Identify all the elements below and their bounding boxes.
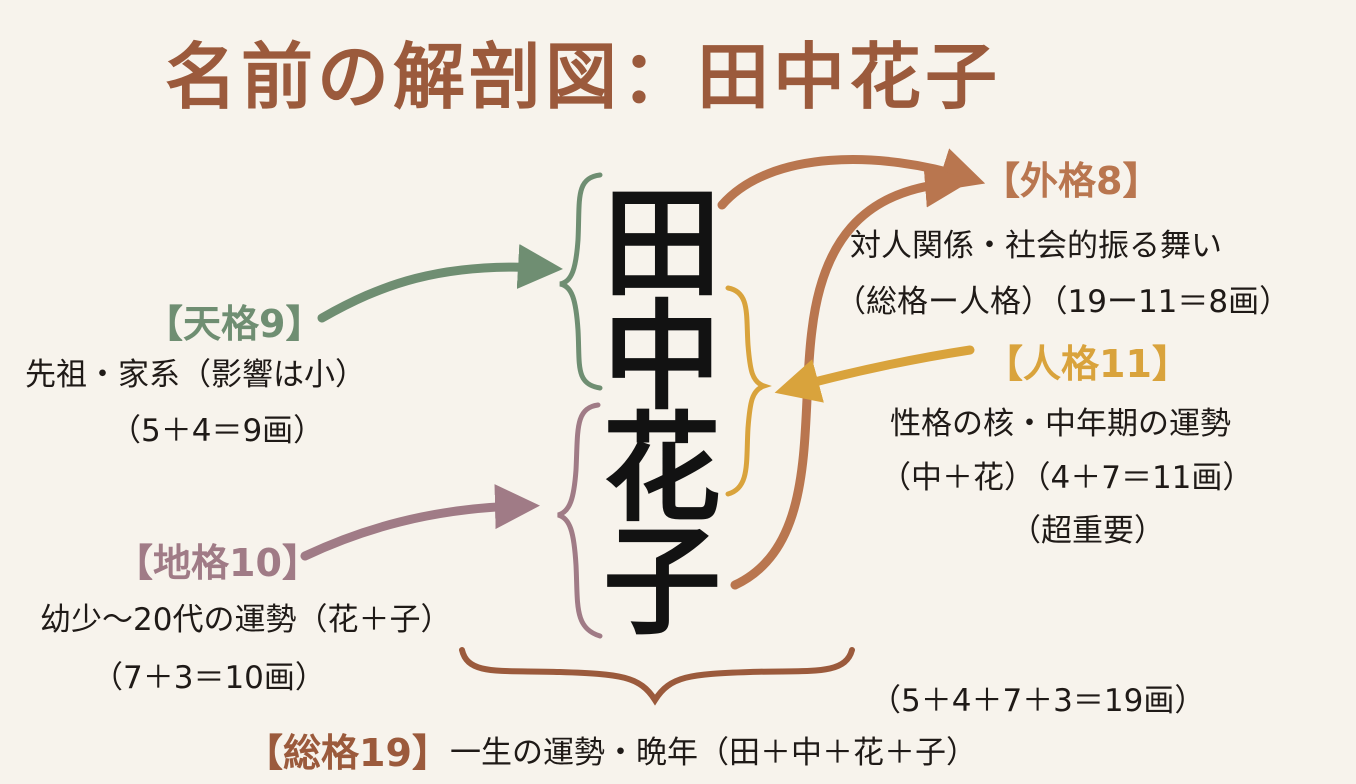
gaikaku-desc: 対人関係・社会的振る舞い xyxy=(850,228,1222,264)
gaikaku-arrow-bottom xyxy=(730,162,970,590)
soukaku-desc: 一生の運勢・晩年（田＋中＋花＋子） xyxy=(450,735,977,771)
page-title: 名前の解剖図：田中花子 xyxy=(165,35,1002,119)
soukaku-calc: （5＋4＋7＋3＝19画） xyxy=(870,683,1206,719)
tenkaku-desc: 先祖・家系（影響は小） xyxy=(25,357,366,393)
chikaku-arrow xyxy=(300,484,540,561)
gaikaku-calc: （総格ー人格）（19ー11＝8画） xyxy=(835,284,1291,320)
jinkaku-label: 【人格11】 xyxy=(985,342,1190,386)
chikaku-label: 【地格10】 xyxy=(115,541,320,585)
tenkaku-calc: （5＋4＝9画） xyxy=(110,413,325,449)
jinkaku-desc: 性格の核・中年期の運勢 xyxy=(890,406,1231,442)
soukaku-label: 【総格19】 xyxy=(245,731,450,775)
name-char-naka: 中 xyxy=(602,287,721,426)
jinkaku-calc: （中＋花）（4＋7＝11画） xyxy=(880,460,1254,496)
soukaku-bracket xyxy=(459,647,855,706)
name-char-ko: 子 xyxy=(602,512,721,651)
chikaku-calc: （7＋3＝10画） xyxy=(92,660,326,696)
jinkaku-arrow xyxy=(774,345,975,403)
tenkaku-arrow xyxy=(317,244,563,323)
chikaku-bracket xyxy=(557,402,603,639)
name-char-hana: 花 xyxy=(602,399,721,538)
chikaku-desc: 幼少〜20代の運勢（花＋子） xyxy=(40,602,452,638)
jinkaku-bracket xyxy=(725,285,772,497)
gaikaku-label: 【外格8】 xyxy=(982,159,1161,203)
tenkaku-bracket xyxy=(559,172,603,391)
jinkaku-note: （超重要） xyxy=(1010,513,1165,549)
name-char-ta: 田 xyxy=(602,174,721,313)
tenkaku-label: 【天格9】 xyxy=(145,302,324,346)
